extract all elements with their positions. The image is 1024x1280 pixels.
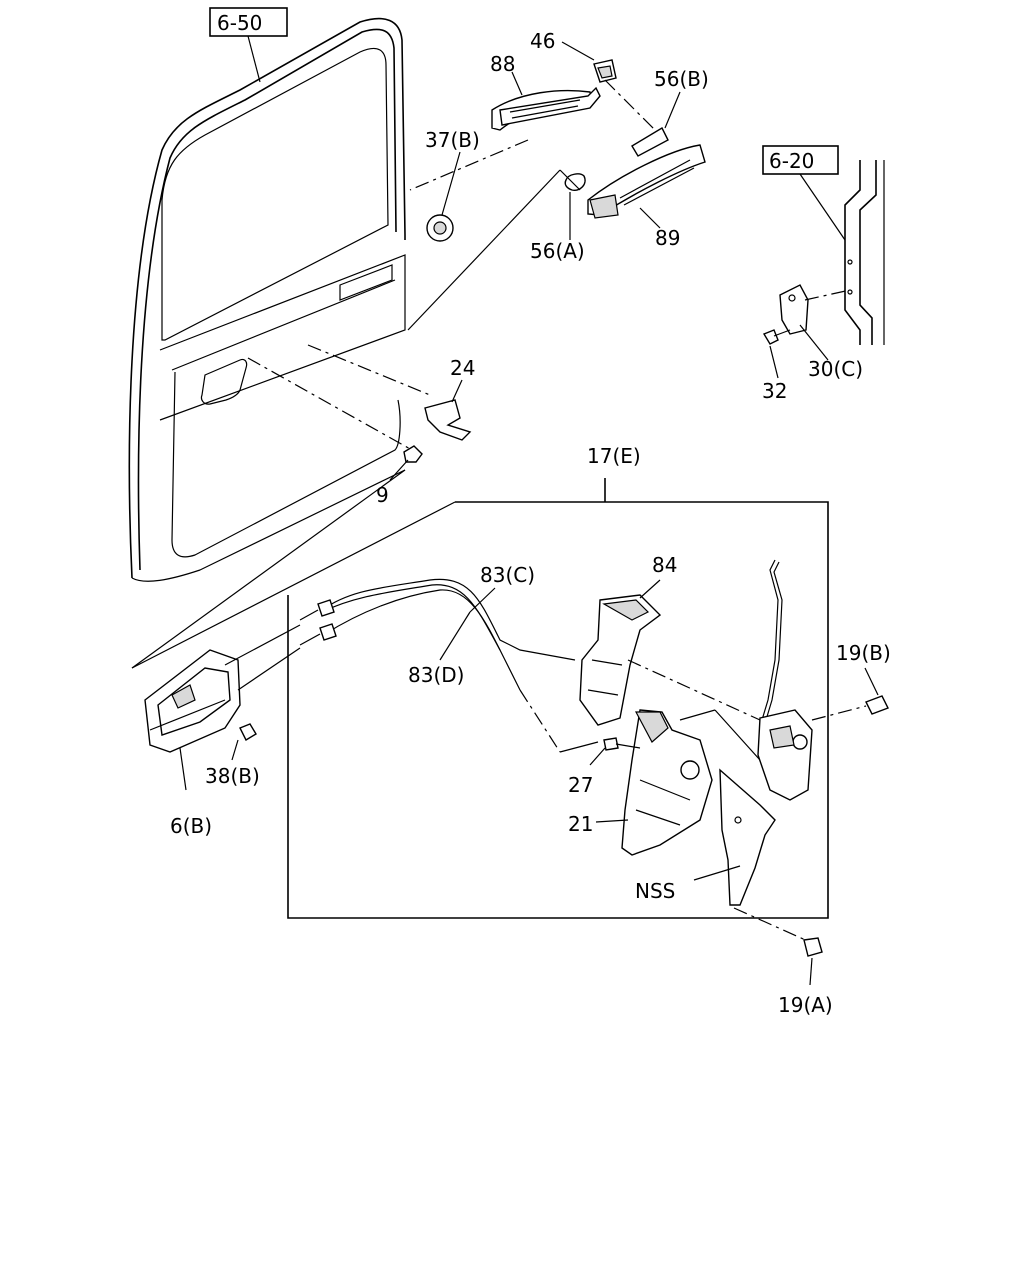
- screw-27: [603, 737, 641, 751]
- ref-6-20-label: 6-20: [769, 149, 814, 173]
- gasket-56a: [564, 173, 586, 191]
- clip-24: [424, 399, 472, 441]
- screw-38b: [231, 723, 257, 761]
- handle-base-89: [587, 144, 706, 219]
- label-9: 9: [376, 483, 389, 507]
- label-24: 24: [450, 356, 475, 380]
- label-88: 88: [490, 52, 515, 76]
- grommet-46: [593, 59, 617, 83]
- label-21: 21: [568, 812, 593, 836]
- label-leaders: [389, 41, 879, 766]
- bolt-32: [762, 329, 791, 345]
- reference-box-6-20: 6-20: [762, 145, 846, 241]
- inside-handle-6b: [144, 649, 241, 791]
- label-32: 32: [762, 379, 787, 403]
- door-panel: [128, 17, 406, 582]
- part-labels: 46 88 56(B) 37(B) 56(A) 89 24 9 30(C) 32…: [170, 29, 891, 1017]
- label-46: 46: [530, 29, 555, 53]
- label-27: 27: [568, 773, 593, 797]
- assembly-box-17e: [131, 469, 829, 919]
- bolt-19a: [803, 937, 823, 986]
- leader-lines-upper: [247, 79, 656, 451]
- grommet-37b: [426, 214, 454, 242]
- reference-box-6-50: 6-50: [209, 7, 288, 83]
- bracket-84: [579, 594, 761, 726]
- ref-6-50-label: 6-50: [217, 11, 262, 35]
- bolt-19b: [865, 695, 889, 715]
- cables-83: [224, 578, 599, 753]
- label-19a: 19(A): [778, 993, 833, 1017]
- label-56b: 56(B): [654, 67, 709, 91]
- gasket-56b: [631, 127, 669, 157]
- b-pillar: [844, 160, 885, 345]
- label-nss: NSS: [635, 879, 675, 903]
- nss-bracket: [693, 768, 811, 943]
- label-83d: 83(D): [408, 663, 464, 687]
- label-84: 84: [652, 553, 677, 577]
- label-19b: 19(B): [836, 641, 891, 665]
- lock-actuator: [757, 559, 867, 801]
- label-83c: 83(C): [480, 563, 535, 587]
- door-latch-21: [595, 709, 761, 856]
- label-38b: 38(B): [205, 764, 260, 788]
- outside-handle-88: [491, 86, 601, 131]
- label-89: 89: [655, 226, 680, 250]
- label-56a: 56(A): [530, 239, 585, 263]
- nut-9: [403, 445, 423, 463]
- label-6b: 6(B): [170, 814, 212, 838]
- label-30c: 30(C): [808, 357, 863, 381]
- label-37b: 37(B): [425, 128, 480, 152]
- striker-30c: [779, 284, 851, 335]
- label-17e: 17(E): [587, 444, 641, 468]
